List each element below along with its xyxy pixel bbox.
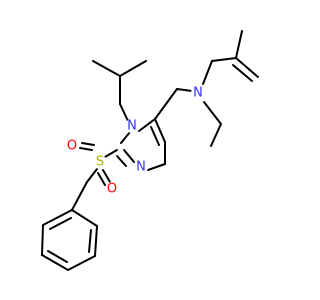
bond (116, 155, 127, 167)
atom-label-o: O (107, 182, 117, 197)
bond (42, 209, 73, 226)
bond (104, 149, 118, 158)
oxygen-atom-bottom: O (105, 182, 119, 197)
bond (97, 172, 106, 186)
bond (176, 88, 193, 92)
bond (41, 254, 69, 271)
bond (235, 30, 243, 59)
atom-label-n: N (127, 119, 137, 134)
bond (94, 225, 98, 257)
bond (147, 163, 166, 171)
bond (88, 229, 92, 253)
atom-label-n: N (193, 86, 203, 101)
sulfur-atom: S (93, 155, 107, 170)
bond (47, 250, 68, 263)
bond (81, 142, 95, 146)
bond (120, 131, 131, 144)
bonds (41, 30, 259, 271)
ring-nitrogen-n1: N (125, 119, 139, 134)
atom-label-n: N (136, 160, 146, 175)
bond (202, 60, 213, 85)
bond (154, 88, 178, 120)
bond (138, 118, 156, 132)
bond (119, 103, 129, 122)
bond (150, 126, 160, 146)
bond (154, 118, 166, 143)
bond (211, 57, 237, 62)
molecule-diagram: N N N S O O (41, 30, 259, 271)
bond (203, 101, 222, 125)
bond (71, 181, 88, 211)
bond (119, 60, 147, 77)
structure-canvas: N N N S O O (41, 30, 259, 271)
ring-nitrogen-n3: N (134, 160, 148, 175)
bond (92, 60, 121, 77)
bond (79, 147, 93, 151)
bond (232, 64, 253, 82)
bond (49, 217, 72, 230)
atom-labels: N N N S O O (65, 86, 205, 197)
amine-nitrogen: N (191, 86, 205, 101)
bond (67, 255, 96, 271)
bond (102, 169, 111, 183)
oxygen-atom-left: O (65, 139, 79, 154)
bond (71, 209, 98, 227)
atom-label-s: S (96, 155, 104, 170)
bond (235, 57, 259, 78)
atom-label-o: O (67, 139, 77, 154)
bond (41, 224, 44, 256)
bond (210, 123, 222, 147)
bond (86, 168, 98, 183)
bond (123, 149, 135, 163)
